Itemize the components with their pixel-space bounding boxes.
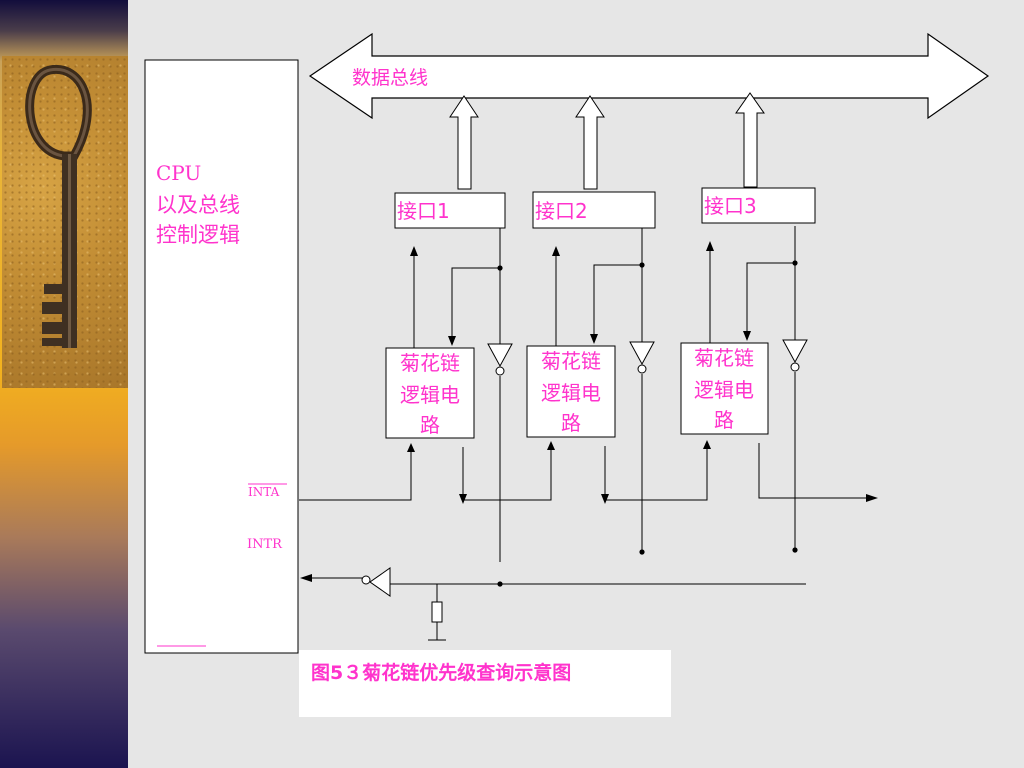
interface2-bus-arrow xyxy=(575,95,605,190)
daisy-chain-3-line3: 路 xyxy=(714,408,734,432)
resistor-icon xyxy=(431,601,443,623)
key-photo xyxy=(2,56,128,388)
inverter-icon xyxy=(487,339,808,376)
junction-dots xyxy=(497,260,798,587)
interface3-label: 接口3 xyxy=(704,194,757,218)
cpu-label-line3: 控制逻辑 xyxy=(156,223,240,247)
daisy-chain-2-line3: 路 xyxy=(561,411,581,435)
caption-box: 图5３菊花链优先级查询示意图 xyxy=(299,650,671,717)
wiring xyxy=(299,226,870,641)
daisy-chain-box-2 xyxy=(526,345,616,438)
interface1-bus-arrow xyxy=(449,95,479,190)
key-icon xyxy=(25,64,92,348)
daisy-chain-1-line2: 逻辑电 xyxy=(400,383,460,407)
daisy-chain-box-3 xyxy=(680,342,769,435)
cpu-label-line2: 以及总线 xyxy=(156,193,240,217)
interface2-label: 接口2 xyxy=(535,199,588,223)
daisy-chain-1-line3: 路 xyxy=(420,413,440,437)
daisy-chain-2-line1: 菊花链 xyxy=(541,349,601,373)
daisy-chain-box-1 xyxy=(385,347,475,439)
intr-inverter-icon xyxy=(361,567,391,597)
interface2-box xyxy=(532,191,656,229)
daisy-chain-3-line2: 逻辑电 xyxy=(694,378,754,402)
daisy-chain-2-line2: 逻辑电 xyxy=(541,381,601,405)
cpu-box xyxy=(144,59,299,654)
inta-label: INTA xyxy=(248,485,280,499)
interface3-bus-arrow xyxy=(735,92,765,188)
data-bus-arrow xyxy=(308,32,990,120)
cpu-label-line1: CPU xyxy=(156,161,201,185)
data-bus-label: 数据总线 xyxy=(352,67,428,89)
figure-caption: 图5３菊花链优先级查询示意图 xyxy=(311,662,572,684)
interface1-box xyxy=(394,192,506,229)
interface3-box xyxy=(701,187,816,224)
interface1-label: 接口1 xyxy=(397,199,450,223)
daisy-chain-1-line1: 菊花链 xyxy=(400,351,460,375)
intr-label: INTR xyxy=(247,537,283,552)
arrowheads xyxy=(300,241,878,582)
daisy-chain-3-line1: 菊花链 xyxy=(694,346,754,370)
